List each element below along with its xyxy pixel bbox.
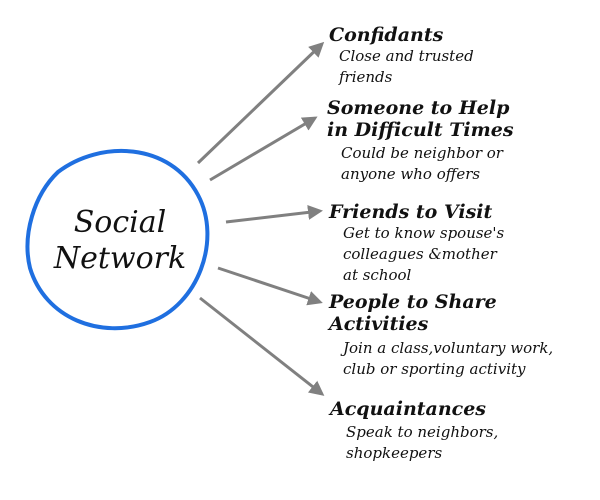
center-label: Social Network: [40, 205, 200, 277]
item-description: colleagues &mother: [343, 245, 497, 263]
item-acquaintances: Acquaintances Speak to neighbors, shopke…: [330, 398, 498, 464]
item-description: anyone who offers: [341, 165, 481, 183]
item-someone-to-help: Someone to Help in Difficult Times Could…: [327, 97, 514, 185]
center-label-line2: Network: [53, 241, 187, 276]
arrow-someone-to-help: [209, 116, 318, 182]
center-label-line1: Social: [73, 205, 167, 240]
item-title: in Difficult Times: [327, 119, 514, 141]
item-description: Could be neighbor or: [341, 144, 503, 162]
item-description: at school: [343, 266, 412, 284]
item-title: Friends to Visit: [329, 201, 493, 223]
item-description: Speak to neighbors,: [346, 423, 499, 441]
item-description: Close and trusted: [339, 47, 474, 65]
item-description: friends: [339, 68, 393, 86]
item-friends-to-visit: Friends to Visit Get to know spouse's co…: [329, 201, 504, 286]
item-title: Someone to Help: [327, 97, 510, 119]
item-description: shopkeepers: [346, 444, 443, 462]
item-description: Join a class,voluntary work,: [343, 339, 554, 357]
item-description: Get to know spouse's: [343, 224, 505, 242]
arrow-acquaintances: [199, 296, 325, 396]
item-title: People to Share: [329, 291, 497, 313]
arrow-friends-to-visit: [225, 204, 323, 224]
arrow-confidants: [196, 41, 325, 165]
item-title: Confidants: [329, 24, 444, 46]
arrow-people-to-share: [217, 266, 323, 306]
item-people-to-share: People to Share Activities Join a class,…: [329, 291, 553, 380]
item-confidants: Confidants Close and trusted friends: [329, 24, 474, 88]
item-title: Activities: [329, 313, 429, 335]
item-title: Acquaintances: [330, 398, 487, 420]
item-description: club or sporting activity: [343, 360, 526, 378]
center-circle: [25, 148, 210, 331]
